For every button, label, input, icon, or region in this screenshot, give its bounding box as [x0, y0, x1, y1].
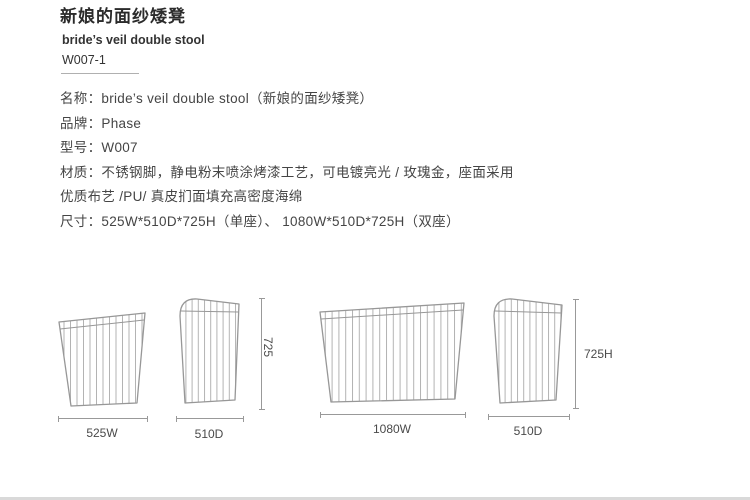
- spec-name: 名称：bride’s veil double stool（新娘的面纱矮凳）: [60, 91, 374, 106]
- spec-brand: 品牌：Phase: [60, 115, 142, 131]
- spec-size: 尺寸：525W*510D*725H（单座）、 1080W*510D*725H（双…: [60, 213, 460, 229]
- spec-model: 型号：W007: [60, 140, 138, 155]
- model-code: W007-1: [62, 53, 106, 67]
- spec-material-2: 优质布艺 /PU/ 真皮扪面填充高密度海绵: [60, 189, 303, 204]
- page-title: 新娘的面纱矮凳: [60, 7, 186, 26]
- stool-side-single-drawing: [179, 298, 240, 404]
- dimension-line-725-single: [259, 298, 265, 410]
- spec-list: 名称：bride’s veil double stool（新娘的面纱矮凳） 品牌…: [60, 92, 680, 239]
- spec-material-1: 材质：不锈钢脚，静电粉末喷涂烤漆工艺，可电镀亮光 / 玫瑰金，座面采用: [60, 164, 514, 180]
- dimension-line-725h-double: [573, 299, 579, 409]
- dimension-line-510d-double: [488, 414, 570, 420]
- dimension-label-725h-double: 725H: [584, 347, 613, 361]
- drawing-double-front: [318, 300, 466, 406]
- stool-front-single-drawing: [58, 312, 146, 407]
- drawing-single-side: [173, 296, 247, 408]
- stool-front-double-drawing: [319, 302, 465, 403]
- dimension-label-1080w: 1080W: [372, 422, 412, 436]
- drawing-double-side: [486, 296, 570, 408]
- dimension-label-510d-double: 510D: [513, 424, 543, 438]
- dimension-label-725-single: 725: [261, 336, 275, 358]
- product-subtitle-en: bride’s veil double stool: [62, 33, 205, 47]
- dimension-label-525w: 525W: [86, 426, 118, 440]
- divider: [61, 73, 139, 74]
- dimension-line-525w: [58, 416, 148, 422]
- dimension-line-510d-single: [176, 416, 244, 422]
- drawing-single-front: [57, 310, 147, 410]
- dimension-label-510d-single: 510D: [194, 427, 224, 441]
- dimension-line-1080w: [320, 412, 466, 418]
- stool-side-double-drawing: [493, 298, 563, 404]
